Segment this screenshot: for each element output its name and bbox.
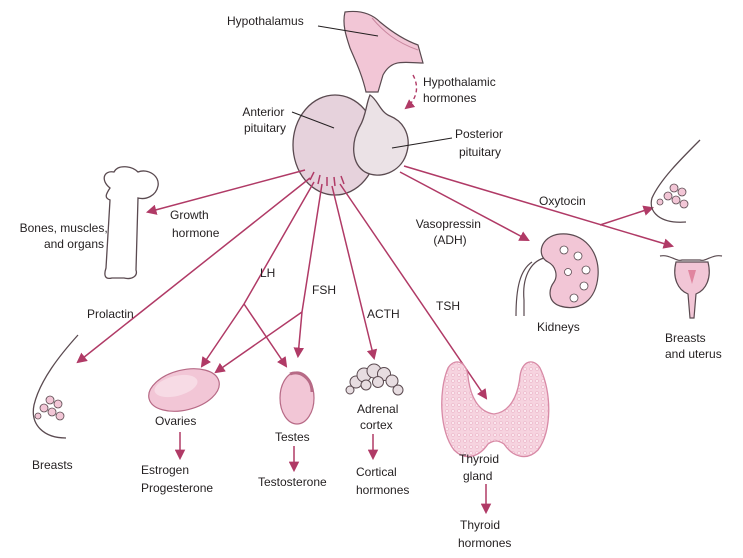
label-tsh: TSH [436, 299, 460, 313]
adrenal-cortex-icon [345, 363, 404, 396]
label-posterior-pituitary: Posterior pituitary [455, 127, 506, 159]
label-ovaries: Ovaries [155, 414, 196, 428]
radiating-lines [309, 171, 345, 187]
kidney-icon [515, 233, 599, 317]
lh-arrow [200, 181, 315, 368]
prolactin-arrow [76, 177, 311, 364]
hypothalamus-illustration [343, 10, 424, 93]
uterus-icon [659, 255, 723, 319]
label-growth-hormone: Growth hormone [170, 208, 220, 240]
label-acth: ACTH [367, 307, 400, 321]
vasopressin-arrow [399, 171, 530, 241]
thyroid-gland-icon [441, 361, 550, 458]
oxytocin-arrow-uterus [403, 165, 675, 249]
label-adrenal-cortex: Adrenal cortex [357, 402, 402, 432]
label-anterior-pituitary: Anterior pituitary [242, 105, 287, 135]
fsh-arrow-ovaries [214, 311, 303, 374]
label-pointer-lines [291, 25, 453, 149]
label-bones: Bones, muscles, and organs [20, 221, 111, 251]
label-thyroid-gland: Thyroid gland [459, 452, 502, 483]
label-kidneys: Kidneys [537, 320, 580, 334]
posterior-pituitary-gland [353, 94, 409, 176]
breast-right-icon [650, 139, 701, 223]
oxytocin-arrow-breasts [599, 205, 654, 226]
acth-arrow [331, 185, 378, 361]
label-fsh: FSH [312, 283, 336, 297]
lh-arrow-testes [243, 303, 288, 368]
label-hypothalamic-hormones: Hypothalamic hormones [423, 75, 499, 105]
bone-icon [103, 166, 159, 280]
label-cortical-hormones: Cortical hormones [356, 465, 409, 497]
label-testosterone: Testosterone [258, 475, 327, 489]
label-oxytocin: Oxytocin [539, 194, 586, 208]
label-breasts: Breasts [32, 458, 73, 472]
growth-hormone-arrow [145, 169, 306, 215]
label-prolactin: Prolactin [87, 307, 134, 321]
ovary-icon [148, 368, 220, 412]
tsh-arrow [339, 183, 488, 400]
label-vasopressin: Vasopressin (ADH) [416, 217, 485, 247]
hormone-arrows [76, 165, 675, 515]
breast-left-icon [32, 334, 79, 439]
label-thyroid-hormones: Thyroid hormones [458, 518, 511, 550]
label-lh: LH [260, 266, 275, 280]
label-hypothalamus: Hypothalamus [227, 14, 304, 28]
hypothalamic-hormones-arrow [404, 74, 418, 110]
label-testes: Testes [275, 430, 310, 444]
fsh-arrow [293, 183, 323, 359]
label-breasts-uterus: Breasts and uterus [665, 331, 722, 361]
label-estrogen-progesterone: Estrogen Progesterone [141, 463, 213, 495]
testis-icon [279, 371, 315, 425]
